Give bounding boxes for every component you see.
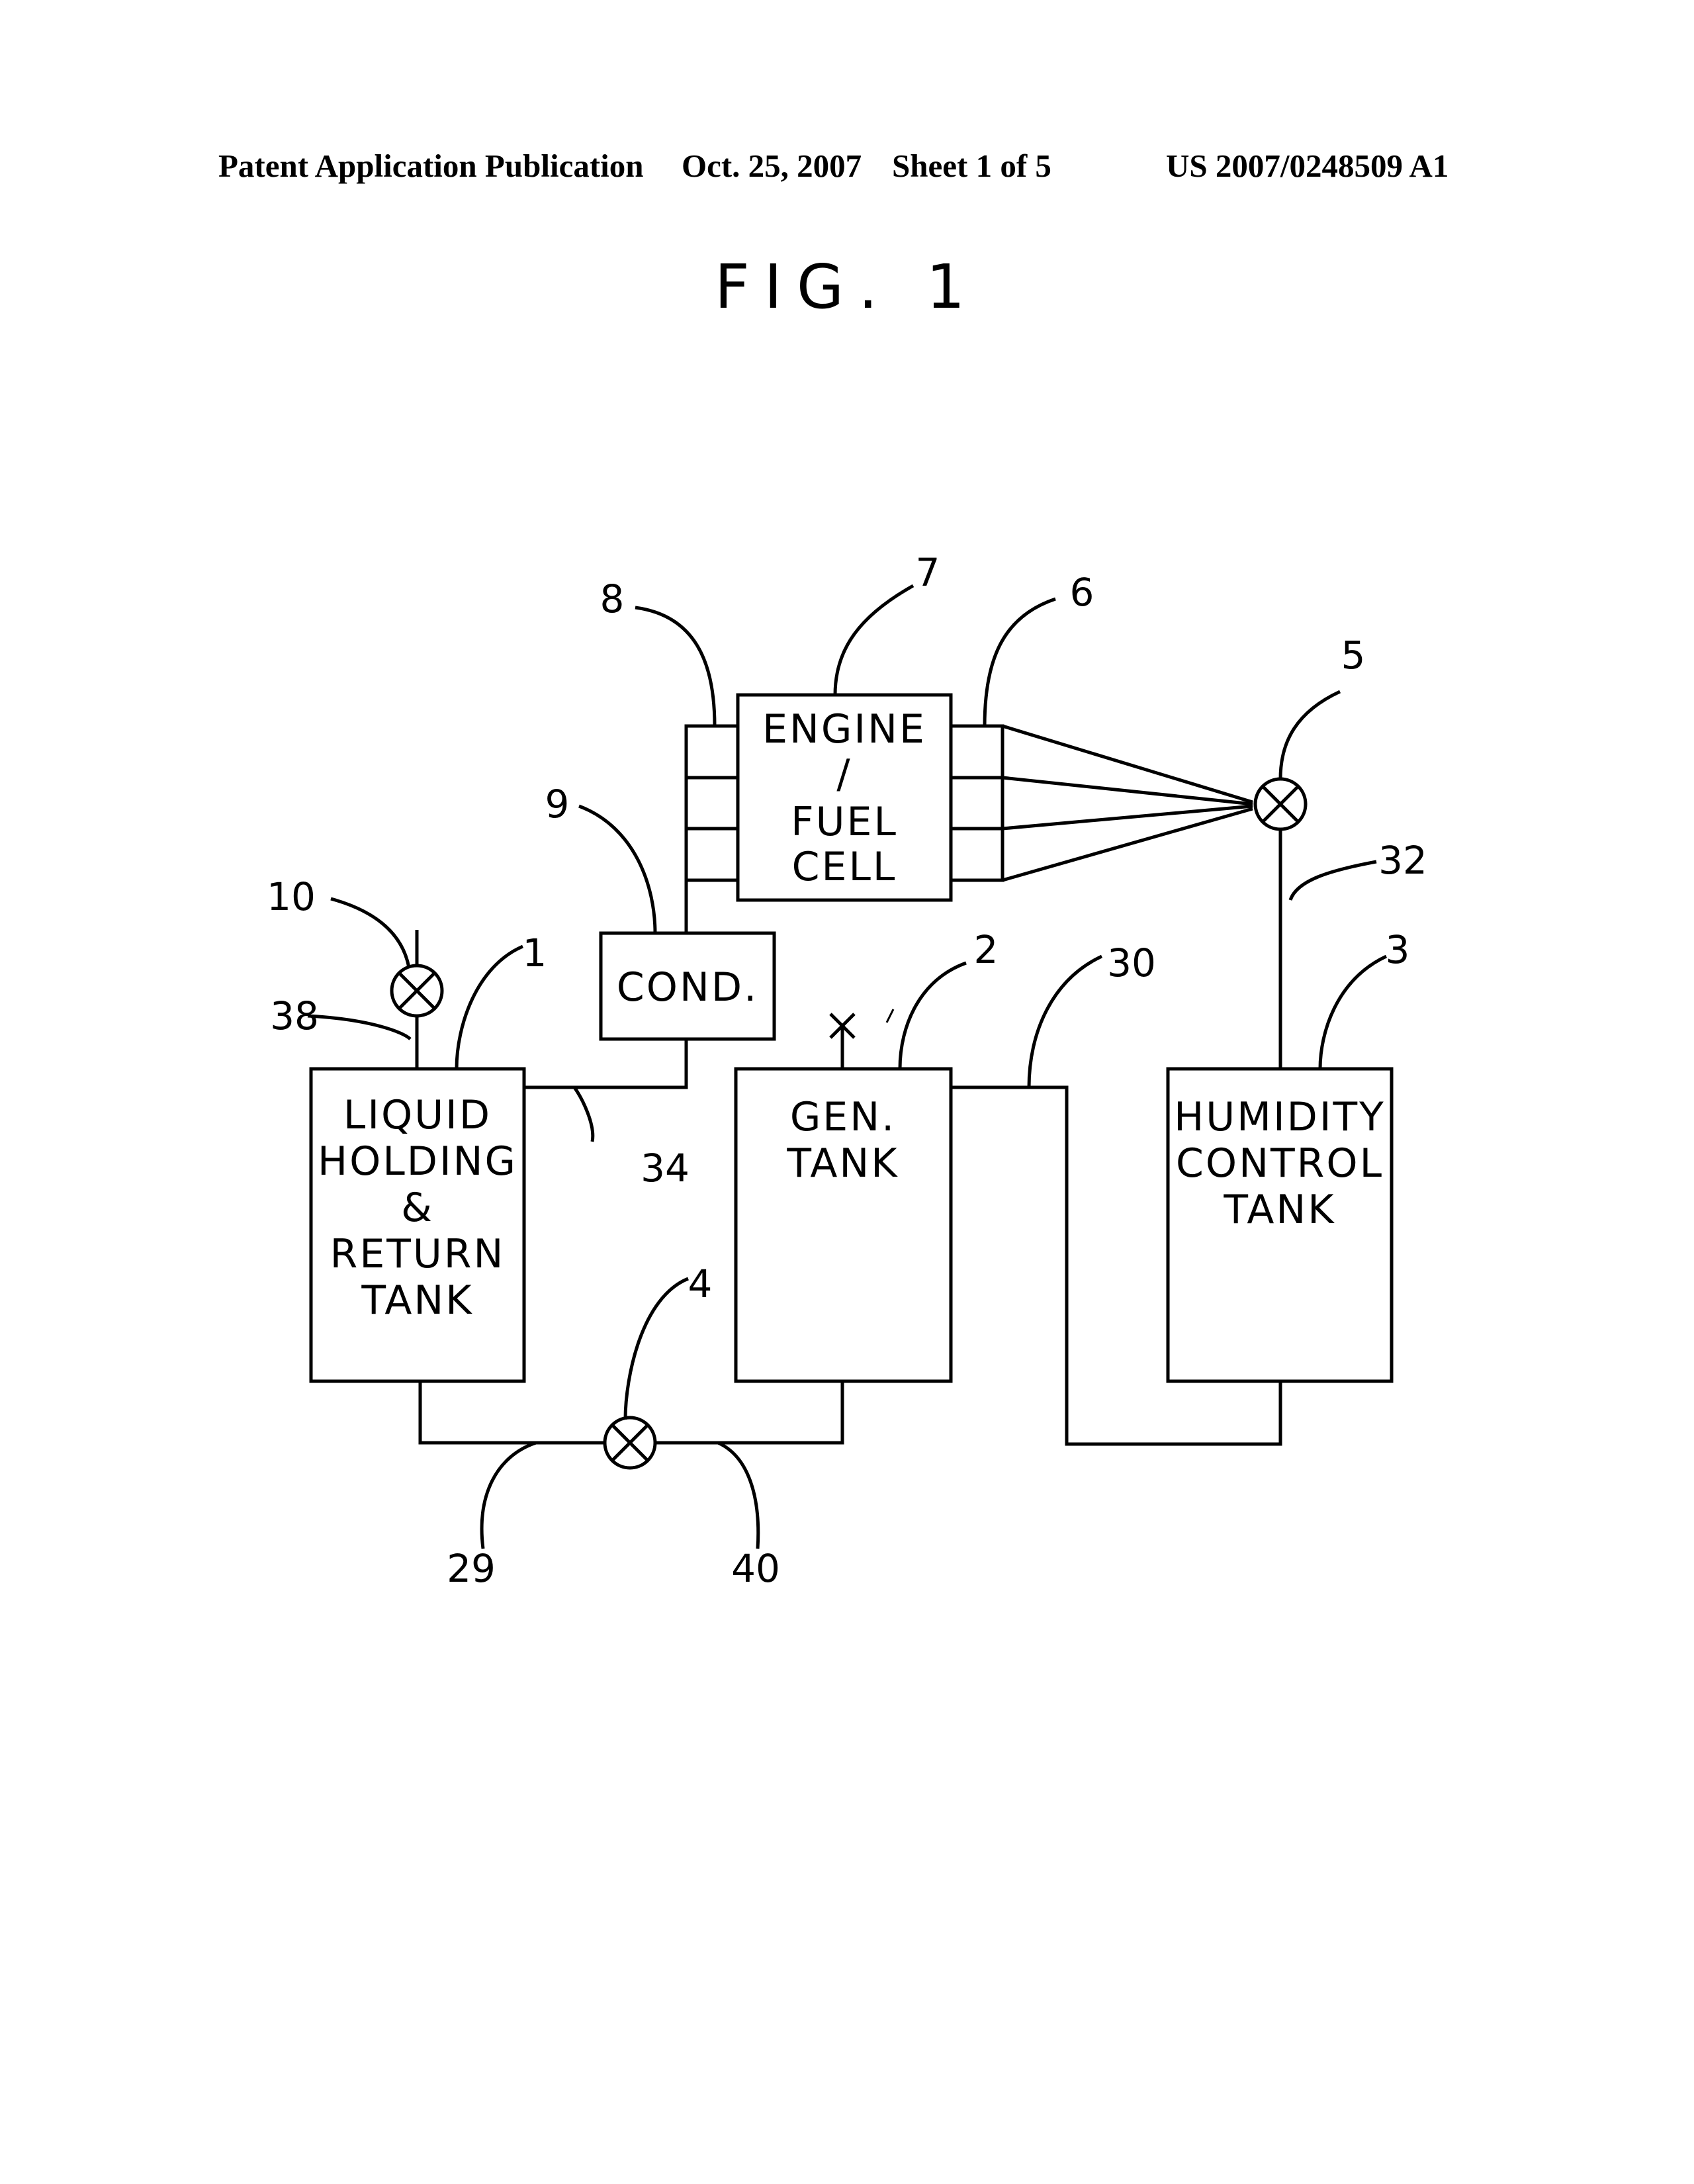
valve-5	[1255, 779, 1306, 829]
svg-text:LIQUID: LIQUID	[343, 1092, 492, 1138]
svg-text:ENGINE: ENGINE	[762, 706, 926, 752]
ref-29: 29	[447, 1546, 496, 1591]
engine-fuel-cell-label: ENGINE / FUEL CELL	[762, 706, 926, 890]
valve-10	[392, 966, 442, 1016]
ref-4: 4	[688, 1261, 713, 1306]
engine-left-ports	[686, 726, 738, 880]
ref-2: 2	[974, 927, 999, 972]
ref-30: 30	[1107, 940, 1156, 985]
ref-8: 8	[600, 576, 625, 621]
ref-9: 9	[545, 782, 570, 827]
svg-text:GEN.: GEN.	[790, 1094, 896, 1140]
svg-text:COND.: COND.	[617, 964, 758, 1011]
svg-text:/: /	[836, 751, 852, 797]
svg-text:TANK: TANK	[786, 1140, 899, 1187]
engine-right-ports	[951, 726, 1003, 880]
ref-5: 5	[1341, 633, 1366, 678]
svg-text:TANK: TANK	[361, 1277, 473, 1324]
manifold-lines	[1003, 726, 1253, 880]
svg-text:HOLDING: HOLDING	[318, 1138, 517, 1185]
ref-3: 3	[1386, 927, 1410, 972]
ref-7: 7	[916, 550, 940, 595]
liquid-holding-tank-label: LIQUID HOLDING & RETURN TANK	[318, 1092, 517, 1324]
svg-text:CELL: CELL	[792, 844, 897, 890]
svg-text:CONTROL: CONTROL	[1176, 1140, 1384, 1187]
ref-10: 10	[267, 874, 316, 919]
ref-1: 1	[523, 931, 547, 976]
svg-text:FUEL: FUEL	[791, 799, 898, 845]
ref-34: 34	[641, 1146, 690, 1191]
humidity-control-tank-label: HUMIDITY CONTROL TANK	[1174, 1094, 1386, 1233]
condenser-label: COND.	[617, 964, 758, 1011]
gen-tank-label: GEN. TANK	[786, 1094, 899, 1187]
ref-38: 38	[270, 993, 319, 1038]
svg-text:&: &	[401, 1185, 434, 1231]
ref-6: 6	[1070, 570, 1094, 615]
svg-text:RETURN: RETURN	[330, 1231, 506, 1277]
valve-4	[605, 1418, 655, 1468]
ref-40: 40	[731, 1546, 780, 1591]
ref-32: 32	[1378, 838, 1427, 883]
svg-text:HUMIDITY: HUMIDITY	[1174, 1094, 1386, 1140]
svg-text:TANK: TANK	[1223, 1187, 1335, 1233]
